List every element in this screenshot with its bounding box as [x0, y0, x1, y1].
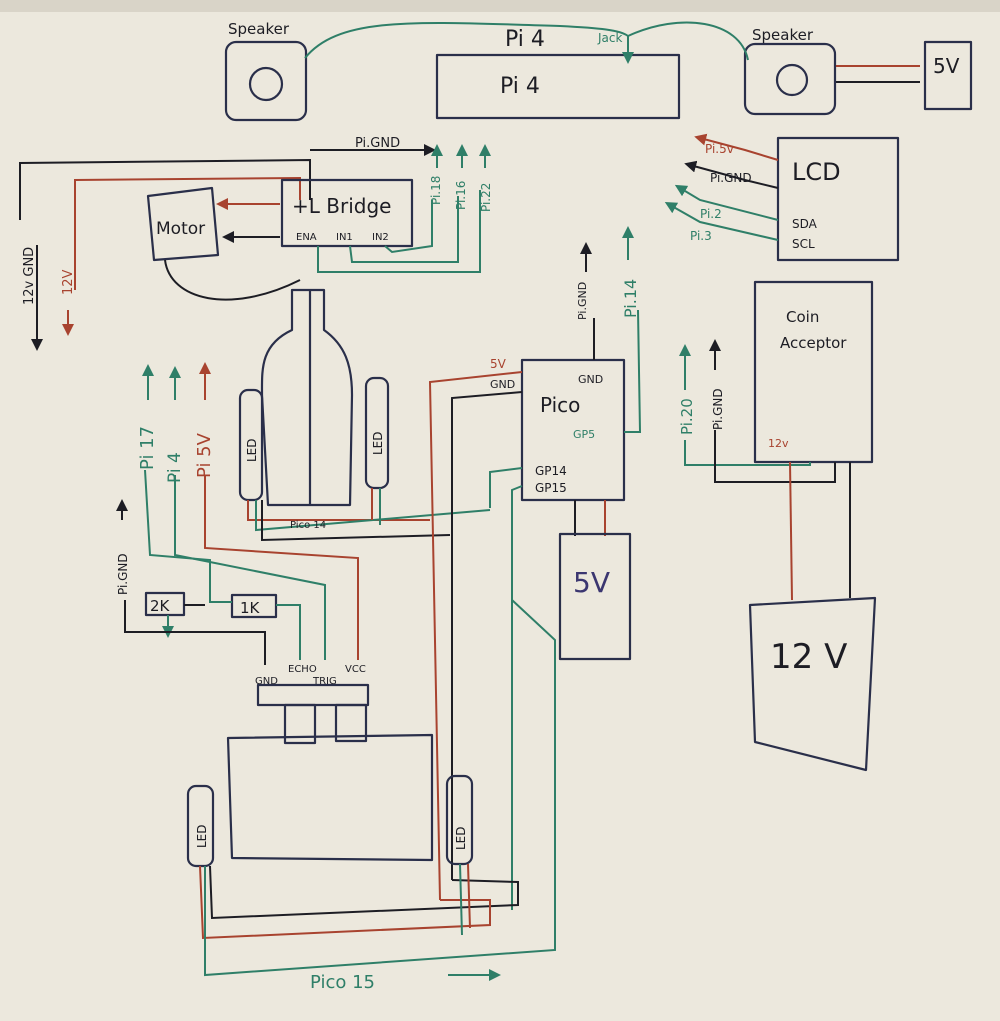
pi-22-label: Pi.22 — [479, 183, 493, 212]
pico-label: Pico — [540, 393, 580, 417]
us-pin-vcc: VCC — [345, 664, 366, 675]
lcd-pin-2: Pi.2 — [700, 207, 722, 221]
pi-17-label: Pi 17 — [137, 426, 158, 470]
pico-in-gnd: GND — [490, 378, 515, 391]
pi-20-gnd-label: Pi.GND — [711, 388, 725, 430]
pi4-board: Pi 4 Pi 4 Jack — [435, 27, 681, 120]
pico-in-5v: 5V — [490, 357, 507, 371]
speaker-right-label: Speaker — [752, 26, 814, 44]
rail-12v-label: 12V — [61, 269, 76, 295]
coin-acceptor: Coin Acceptor 12v — [753, 280, 874, 464]
coin-acceptor-12v: 12v — [768, 437, 789, 450]
speaker-left: Speaker — [224, 20, 308, 122]
pi4-label: Pi 4 — [500, 74, 540, 99]
h-bridge: +L Bridge ENA IN1 IN2 — [280, 178, 414, 248]
speaker-right: Speaker — [743, 26, 837, 116]
psu-5v-top: 5V — [923, 40, 973, 111]
psu-12v-label: 12 V — [770, 637, 847, 677]
motor-label: Motor — [156, 219, 205, 239]
psu-12v: 12 V — [748, 596, 877, 772]
pi-20-label: Pi.20 — [678, 398, 696, 435]
led-bottle-left: LED — [238, 388, 264, 502]
ultrasonic-sensor: GND ECHO TRIG VCC — [255, 664, 370, 745]
coin-acceptor-line1: Coin — [786, 308, 819, 326]
pico-gp14-pin: GP14 — [535, 464, 567, 478]
pi4-title-top: Pi 4 — [505, 27, 545, 52]
speaker-left-label: Speaker — [228, 20, 290, 38]
pico-pi-gnd-label: Pi.GND — [576, 282, 589, 320]
us-pin-gnd: GND — [255, 676, 278, 687]
coin-acceptor-line2: Acceptor — [780, 334, 847, 352]
rail-12v-gnd-label: 12v GND — [22, 247, 37, 305]
pico-gp5-pin: GP5 — [573, 428, 595, 441]
led-bottom-right-label: LED — [454, 826, 468, 850]
lcd: LCD SDA SCL — [776, 136, 900, 262]
us-pin-trig: TRIG — [312, 676, 337, 687]
led-bottom-left-label: LED — [195, 824, 209, 848]
h-bridge-pin-ena: ENA — [296, 232, 317, 243]
led-bottle-right: LED — [364, 376, 390, 490]
pico-14-label: Pico 14 — [290, 520, 326, 531]
pi4-jack-label: Jack — [597, 31, 622, 45]
pico-pi-14-label: Pi.14 — [621, 279, 640, 318]
led-bottle-right-label: LED — [371, 431, 385, 455]
pi-5v-label: Pi 5V — [194, 432, 215, 478]
pico-gp15-pin: GP15 — [535, 481, 567, 495]
resistor-2k-label: 2K — [150, 597, 171, 615]
h-bridge-pin-in1: IN1 — [336, 232, 353, 243]
psu-5v-mid: 5V — [558, 532, 632, 661]
lcd-sda: SDA — [792, 217, 818, 231]
lcd-pin-gnd: Pi.GND — [710, 171, 752, 185]
lcd-scl: SCL — [792, 237, 815, 251]
psu-5v-mid-label: 5V — [573, 566, 610, 599]
psu-5v-top-label: 5V — [933, 54, 960, 78]
us-pin-echo: ECHO — [288, 664, 317, 675]
resistor-1k-label: 1K — [240, 599, 261, 617]
pi-18-label: Pi.18 — [429, 176, 443, 205]
pi-gnd-top-label: Pi.GND — [355, 136, 400, 151]
led-bottle-left-label: LED — [245, 438, 259, 462]
lcd-label: LCD — [792, 158, 841, 186]
led-bottom-right: LED — [445, 774, 474, 866]
us-pi-gnd-label: Pi.GND — [116, 553, 130, 595]
pico-15-label: Pico 15 — [310, 972, 375, 993]
pico-board: Pico GND GP5 GP14 GP15 5V GND — [490, 357, 626, 502]
pi-4-label: Pi 4 — [165, 452, 185, 483]
h-bridge-label: +L Bridge — [292, 194, 391, 218]
pico-gnd-pin: GND — [578, 373, 603, 386]
lcd-pin-3: Pi.3 — [690, 229, 712, 243]
pi-16-label: Pi.16 — [454, 181, 468, 210]
lcd-pin-5v: Pi.5v — [705, 142, 734, 156]
bottle — [260, 288, 354, 507]
box-bottom — [226, 733, 434, 862]
h-bridge-pin-in2: IN2 — [372, 232, 389, 243]
motor: Motor — [146, 186, 220, 262]
